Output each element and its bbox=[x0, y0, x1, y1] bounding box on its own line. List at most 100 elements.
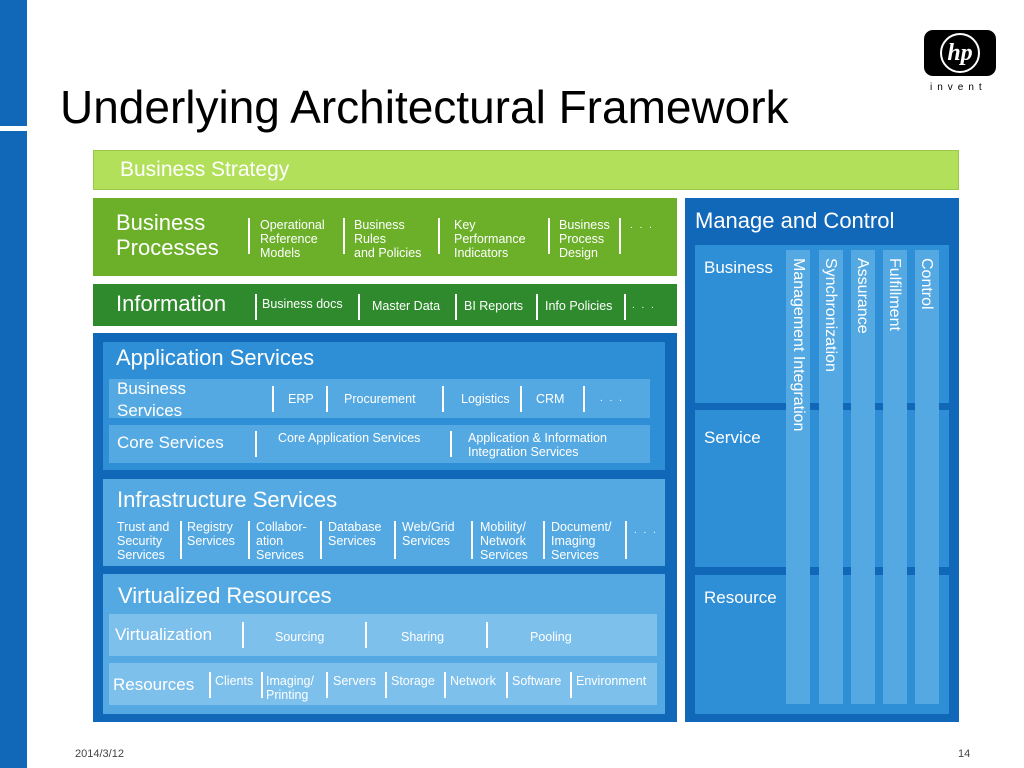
info-item-info-policies: Info Policies bbox=[545, 299, 613, 313]
separator bbox=[365, 622, 367, 648]
mc-column-management-integration bbox=[786, 250, 810, 704]
business-processes-title-line2: Processes bbox=[116, 235, 219, 260]
bs-item-crm: CRM bbox=[536, 392, 565, 406]
infra-item-database: Database Services bbox=[328, 520, 382, 548]
separator bbox=[536, 294, 538, 320]
separator bbox=[385, 672, 387, 698]
separator bbox=[326, 672, 328, 698]
separator bbox=[548, 218, 550, 254]
res-item-imaging-printing: Imaging/ Printing bbox=[266, 674, 314, 702]
mc-column-control-label: Control bbox=[918, 258, 935, 310]
separator bbox=[242, 622, 244, 648]
infra-item-web-grid: Web/Grid Services bbox=[402, 520, 455, 548]
hp-logo-tagline: invent bbox=[930, 82, 987, 93]
bp-item-operational: Operational Reference Models bbox=[260, 218, 325, 260]
information-band bbox=[93, 284, 677, 326]
separator bbox=[248, 521, 250, 559]
separator bbox=[209, 672, 211, 698]
infrastructure-services-box bbox=[103, 479, 665, 566]
bp-item-line: and Policies bbox=[354, 246, 422, 260]
res-item-line: Imaging/ bbox=[266, 674, 314, 688]
mc-column-assurance-label: Assurance bbox=[854, 258, 871, 334]
business-strategy-band: Business Strategy bbox=[93, 150, 959, 190]
virt-item-sharing: Sharing bbox=[401, 630, 445, 644]
infra-item-trust-security: Trust and Security Services bbox=[117, 520, 169, 562]
app-info-line1: Application & Information bbox=[468, 431, 607, 445]
infra-item-line: Network bbox=[480, 534, 526, 548]
infra-item-document-imaging: Document/ Imaging Services bbox=[551, 520, 611, 562]
res-item-software: Software bbox=[512, 674, 562, 688]
separator bbox=[326, 386, 328, 412]
infra-more-ellipsis: . . . bbox=[634, 525, 658, 536]
infra-item-line: Services bbox=[328, 534, 376, 548]
separator bbox=[255, 431, 257, 457]
infra-item-line: Collabor- bbox=[256, 520, 307, 534]
mc-row-resource-label: Resource bbox=[704, 588, 777, 607]
res-item-servers: Servers bbox=[333, 674, 377, 688]
footer-date: 2014/3/12 bbox=[75, 748, 124, 760]
business-processes-title-line1: Business bbox=[116, 210, 206, 235]
res-item-line: Printing bbox=[266, 688, 309, 702]
separator bbox=[625, 521, 627, 559]
separator bbox=[261, 672, 263, 698]
separator bbox=[255, 294, 257, 320]
info-item-master-data: Master Data bbox=[372, 299, 441, 313]
resources-title: Resources bbox=[113, 675, 195, 694]
separator bbox=[520, 386, 522, 412]
bp-item-rules: Business Rules and Policies bbox=[354, 218, 421, 260]
infrastructure-services-title: Infrastructure Services bbox=[117, 487, 338, 512]
mc-row-service-label: Service bbox=[704, 428, 761, 447]
slide-title: Underlying Architectural Framework bbox=[60, 81, 789, 133]
virtualization-row bbox=[109, 614, 657, 656]
separator bbox=[619, 218, 621, 254]
separator bbox=[624, 294, 626, 320]
bp-more-ellipsis: . . . bbox=[630, 220, 654, 231]
bp-item-line: Rules bbox=[354, 232, 386, 246]
information-title: Information bbox=[116, 291, 227, 316]
infra-item-mobility-network: Mobility/ Network Services bbox=[480, 520, 528, 562]
bp-item-kpi: Key Performance Indicators bbox=[454, 218, 526, 260]
infra-item-line: ation bbox=[256, 534, 284, 548]
res-item-storage: Storage bbox=[391, 674, 435, 688]
business-processes-band bbox=[93, 198, 677, 276]
virt-item-pooling: Pooling bbox=[530, 630, 572, 644]
bp-item-process-design: Business Process Design bbox=[559, 218, 610, 260]
bs-item-erp: ERP bbox=[288, 392, 314, 406]
bs-item-logistics: Logistics bbox=[461, 392, 510, 406]
mc-row-business-label: Business bbox=[704, 258, 773, 277]
separator bbox=[506, 672, 508, 698]
bp-item-line: Design bbox=[559, 246, 598, 260]
virtualized-resources-title: Virtualized Resources bbox=[118, 583, 332, 608]
infra-item-line: Web/Grid bbox=[402, 520, 455, 534]
infra-item-line: Document/ bbox=[551, 520, 612, 534]
left-accent-bar bbox=[0, 0, 27, 768]
business-strategy-label: Business Strategy bbox=[120, 158, 290, 181]
bp-item-line: Models bbox=[260, 246, 301, 260]
separator bbox=[272, 386, 274, 412]
mc-column-control bbox=[915, 250, 939, 704]
mc-column-synchronization-label: Synchronization bbox=[822, 258, 839, 372]
mc-column-assurance bbox=[851, 250, 875, 704]
info-more-ellipsis: . . . bbox=[632, 300, 656, 311]
separator bbox=[180, 521, 182, 559]
mc-column-fulfillment bbox=[883, 250, 907, 704]
hp-logo-mark: hp bbox=[940, 33, 980, 73]
left-accent-gap bbox=[0, 126, 27, 131]
bs-more-ellipsis: . . . bbox=[600, 393, 624, 404]
infra-item-line: Services bbox=[480, 548, 528, 562]
separator bbox=[450, 431, 452, 457]
res-item-environment: Environment bbox=[576, 674, 647, 688]
app-info-line2: Integration Services bbox=[468, 445, 579, 459]
bp-item-line: Business bbox=[559, 218, 610, 232]
separator bbox=[248, 218, 250, 254]
infra-item-line: Trust and bbox=[117, 520, 170, 534]
core-services-title: Core Services bbox=[117, 433, 224, 452]
infra-item-line: Imaging bbox=[551, 534, 596, 548]
bp-item-line: Indicators bbox=[454, 246, 509, 260]
separator bbox=[343, 218, 345, 254]
mc-column-synchronization bbox=[819, 250, 843, 704]
infra-item-line: Services bbox=[551, 548, 599, 562]
separator bbox=[442, 386, 444, 412]
resources-row bbox=[109, 663, 657, 705]
separator bbox=[358, 294, 360, 320]
